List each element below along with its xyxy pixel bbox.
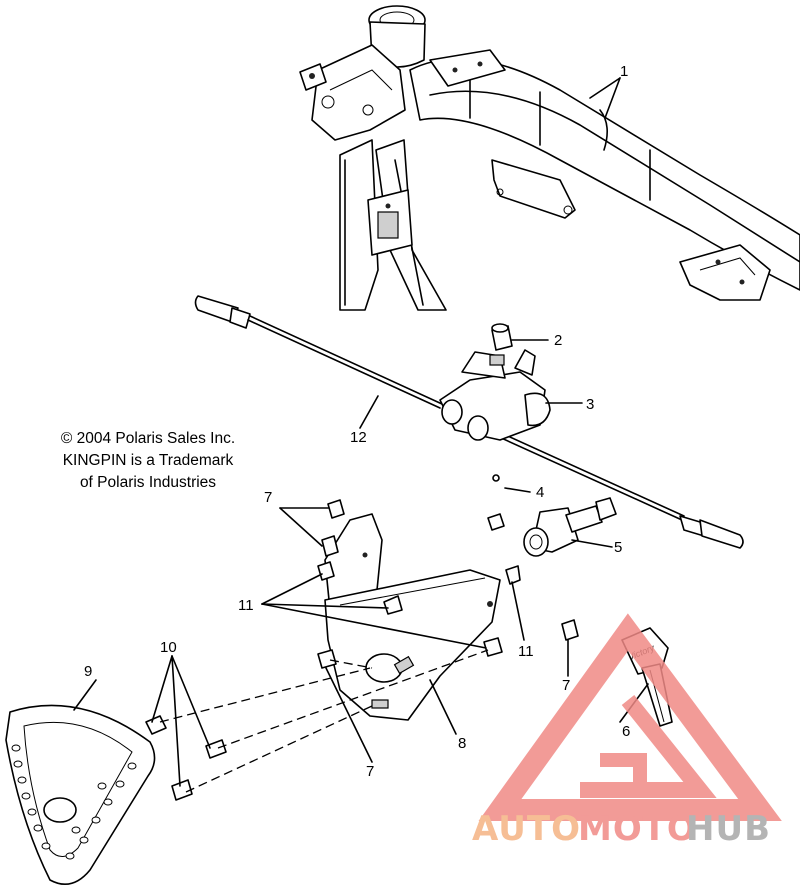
switch-housing-part-3 [439,349,551,441]
nuts-part-11 [317,561,521,657]
callout-12: 12 [350,429,367,446]
callout-9: 9 [84,663,92,680]
watermark-moto: MOTO [578,809,697,849]
callout-1: 1 [620,63,628,80]
detent-part-4 [487,474,505,531]
bracket-part-8 [324,513,501,721]
watermark-auto: AUTO [472,809,581,849]
trademark-line: KINGPIN is a Trademark [62,452,234,469]
callout-8: 8 [458,735,466,752]
callout-7-top: 7 [264,489,272,506]
plug-part-2 [491,323,513,351]
frame-part-1 [299,5,800,311]
callout-2: 2 [554,332,562,349]
copyright-notice: © 2004 Polaris Sales Inc. KINGPIN is a T… [28,428,268,494]
trademark-owner-line: of Polaris Industries [79,474,217,491]
cable-part-12 [194,295,744,549]
leader-lines [73,77,649,787]
clips-part-10 [145,715,227,801]
watermark-hub: HUB [686,809,771,849]
callout-labels: 1 2 3 4 5 6 7 7 7 8 9 10 11 11 12 [84,63,630,780]
callout-11-right: 11 [518,643,534,660]
callout-4: 4 [536,484,544,501]
cover-part-9 [5,704,156,886]
callout-10: 10 [160,639,177,656]
callout-5: 5 [614,539,622,556]
callout-6: 6 [622,723,630,740]
automotohub-watermark-logo: AUTO MOTO HUB [472,613,782,849]
callout-7-bottom: 7 [366,763,374,780]
callout-11-left: 11 [238,597,254,614]
screws-part-7 [317,499,579,669]
copyright-line: © 2004 Polaris Sales Inc. [60,430,236,447]
callout-3: 3 [586,396,594,413]
callout-7-right: 7 [562,677,570,694]
ignition-switch-part-5 [523,497,617,557]
